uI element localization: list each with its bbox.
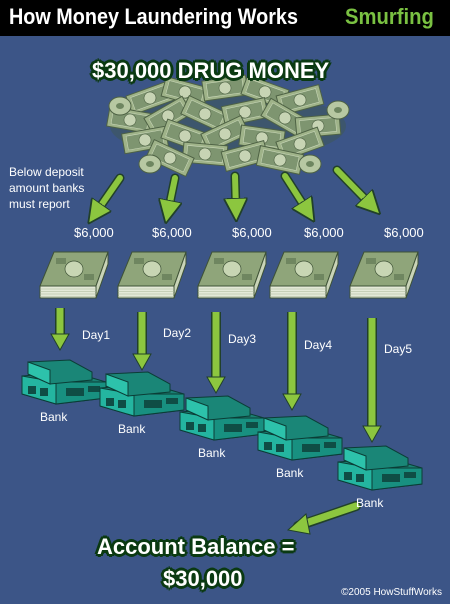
money-stack-icon xyxy=(197,251,267,299)
note-line-3: must report xyxy=(9,197,70,211)
money-pile-icon xyxy=(106,74,350,178)
bank-label: Bank xyxy=(356,496,384,510)
bank-label: Bank xyxy=(118,422,146,436)
bank-label: Bank xyxy=(276,466,304,480)
deposit-amount: $6,000 xyxy=(152,225,192,240)
deposit-amount: $6,000 xyxy=(232,225,272,240)
bank-building-icon xyxy=(179,395,265,441)
day-arrow xyxy=(362,318,382,444)
bank-building-icon xyxy=(21,359,107,405)
money-stack-icon xyxy=(117,251,187,299)
money-stack-icon xyxy=(269,251,339,299)
day-arrow xyxy=(282,312,302,412)
note-line-1: Below deposit xyxy=(9,165,84,179)
day-arrow xyxy=(50,308,70,352)
day-arrow xyxy=(132,312,152,372)
report-threshold-note: Below deposit amount banks must report xyxy=(9,164,84,212)
deposit-amount: $6,000 xyxy=(304,225,344,240)
deposit-day: Day4 xyxy=(304,338,333,352)
diagram-artwork xyxy=(21,74,423,535)
bank-building-icon xyxy=(99,371,185,417)
total-arrow xyxy=(286,501,361,535)
money-stack-icon xyxy=(349,251,419,299)
title: How Money Laundering Works xyxy=(9,4,298,29)
bank-building-icon xyxy=(257,415,343,461)
deposit-day: Day2 xyxy=(163,326,192,340)
deposit-day: Day3 xyxy=(228,332,257,346)
title-bar: How Money Laundering Works Smurfing xyxy=(0,0,450,36)
deposit-amount: $6,000 xyxy=(384,225,424,240)
headline: $30,000 DRUG MONEY xyxy=(92,58,330,83)
diagram-panel: $30,000 DRUG MONEY Below deposit amount … xyxy=(0,36,450,604)
subtitle: Smurfing xyxy=(345,4,434,29)
bank-label: Bank xyxy=(40,410,68,424)
bank-building-icon xyxy=(337,445,423,491)
deposit-day: Day1 xyxy=(82,328,111,342)
day-arrow xyxy=(206,312,226,395)
account-balance-value: $30,000 xyxy=(163,566,243,591)
account-balance-label: Account Balance = xyxy=(97,534,295,559)
deposit-day: Day5 xyxy=(384,342,413,356)
split-arrows xyxy=(95,165,372,214)
copyright: ©2005 HowStuffWorks xyxy=(341,587,442,598)
money-stack-icon xyxy=(39,251,109,299)
bank-label: Bank xyxy=(198,446,226,460)
note-line-2: amount banks xyxy=(9,181,85,195)
deposit-amount: $6,000 xyxy=(74,225,114,240)
